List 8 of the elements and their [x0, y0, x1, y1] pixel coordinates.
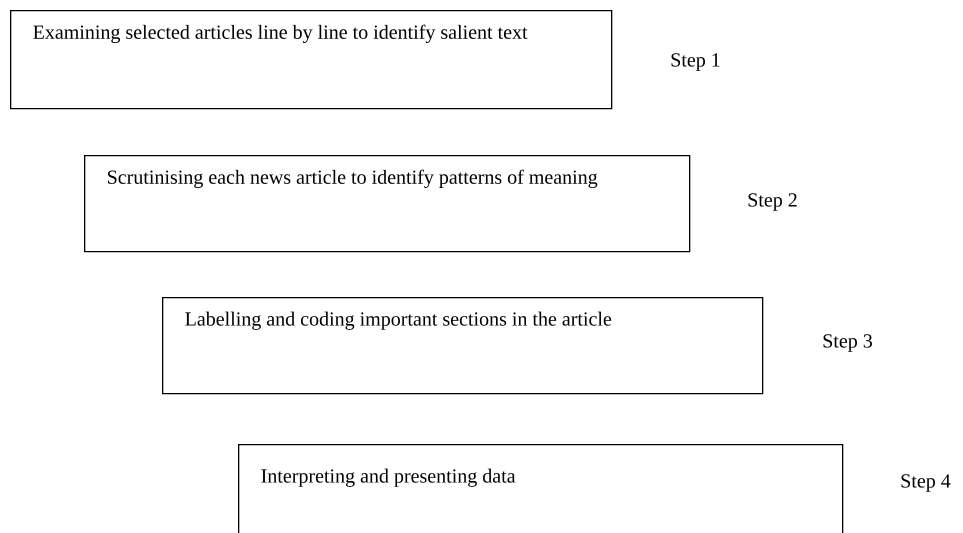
- text-box: Labelling and coding important sections in the article: [162, 297, 764, 394]
- step-label: Step 4: [902, 474, 950, 492]
- text-box: Examining selected articles line by line to identify salient text: [10, 10, 612, 110]
- step-label: Step 3: [824, 334, 872, 352]
- step-label: Step 2: [748, 193, 797, 211]
- text-box: Scrutinising each news article to identify patterns of meaning: [84, 155, 690, 252]
- text-box: Interpreting and presenting data: [238, 444, 844, 533]
- step-label: Step 1: [672, 53, 720, 71]
